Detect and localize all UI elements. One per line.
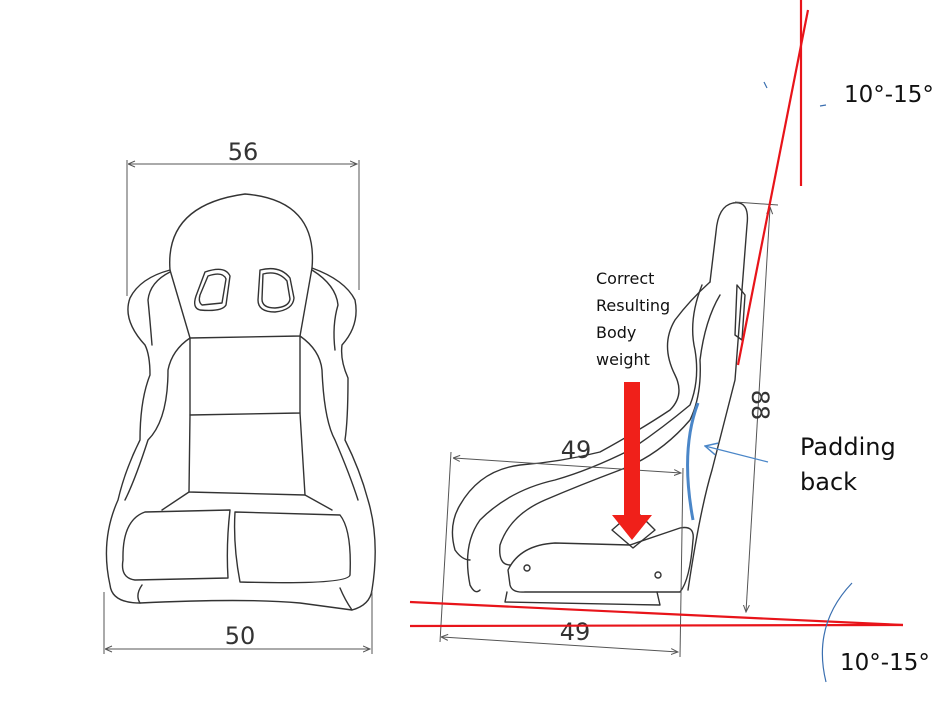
height-dimension-line bbox=[746, 208, 770, 612]
padding-label-line: back bbox=[800, 468, 858, 496]
recline-guide-lines bbox=[409, 0, 904, 628]
side-view-seat: 88 49 49 bbox=[439, 201, 779, 658]
padding-label-line: Padding bbox=[800, 433, 896, 461]
seat-depth-top-dimension-line bbox=[454, 458, 681, 473]
seat-depth-bottom-dimension-line bbox=[442, 637, 678, 652]
front-view-seat: 56 50 bbox=[103, 138, 376, 654]
weight-label-line: Correct bbox=[596, 269, 655, 288]
weight-label-line: Body bbox=[596, 323, 637, 342]
bottom-width-label: 50 bbox=[225, 622, 256, 650]
seat-depth-bottom-label: 49 bbox=[560, 618, 591, 646]
weight-label-line: Resulting bbox=[596, 296, 671, 315]
recline-angle-bottom-label: 10°-15° bbox=[840, 650, 930, 676]
height-label: 88 bbox=[746, 390, 774, 421]
weight-label-line: weight bbox=[596, 350, 650, 369]
side-back-outline bbox=[687, 201, 749, 591]
padding-label: Padding back bbox=[800, 430, 896, 500]
front-shell-outline bbox=[105, 193, 376, 611]
seat-depth-top-label: 49 bbox=[561, 436, 592, 464]
angle-arc-bottom bbox=[821, 582, 853, 683]
top-width-label: 56 bbox=[228, 138, 259, 166]
angle-arc-top bbox=[763, 81, 827, 107]
recline-angle-top-label: 10°-15° bbox=[844, 82, 934, 108]
padding-pointer-arrow bbox=[705, 446, 769, 463]
weight-label: Correct Resulting Body weight bbox=[596, 265, 670, 373]
padding-curve bbox=[686, 402, 700, 521]
body-weight-arrow bbox=[612, 382, 652, 540]
